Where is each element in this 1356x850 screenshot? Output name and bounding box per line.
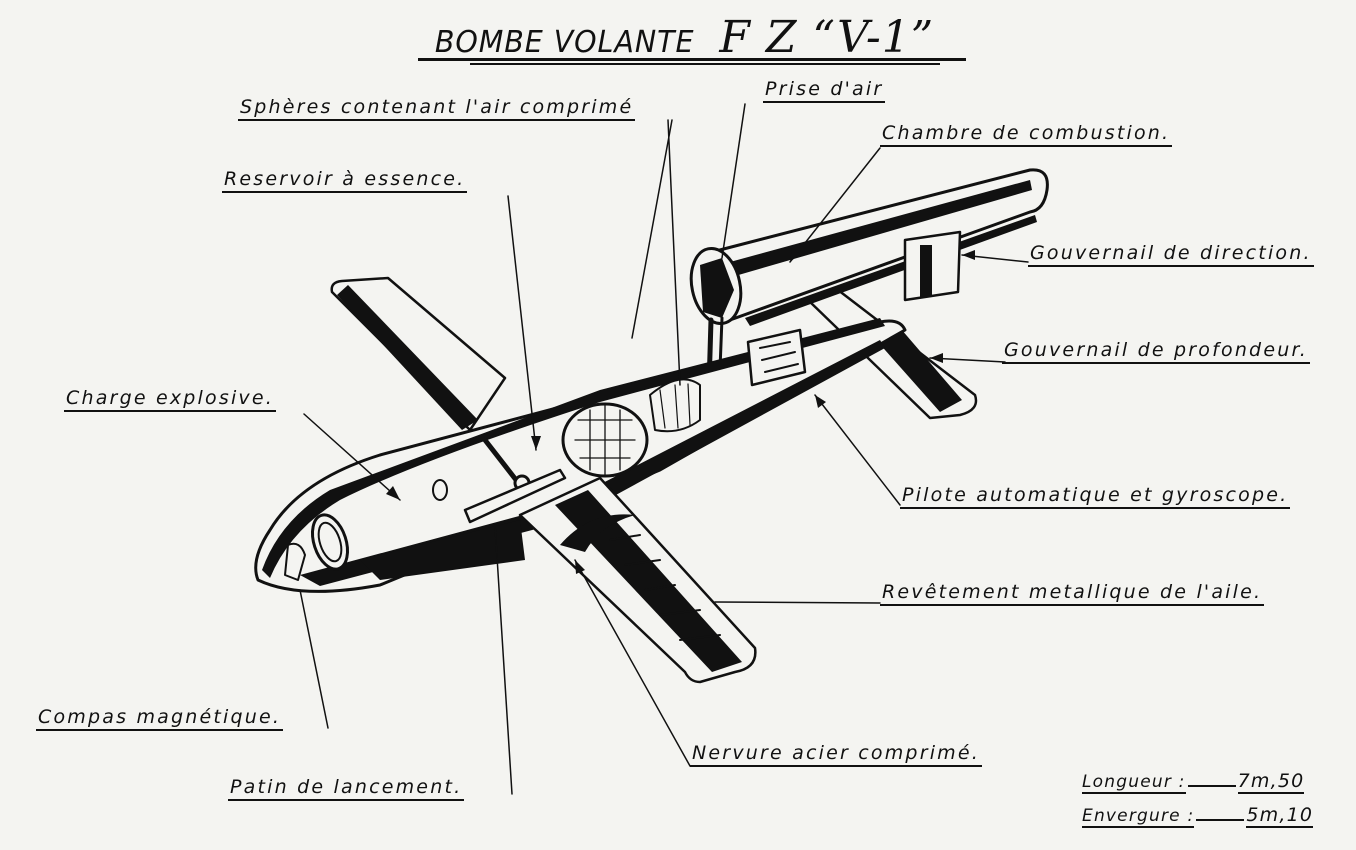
dimension-leader — [1187, 785, 1236, 787]
title-designation: F Z “V-1” — [719, 12, 935, 63]
diagram-title: BOMBE VOLANTE F Z “V-1” — [428, 12, 934, 63]
dimension-envergure: Envergure : 5m,10 — [1082, 804, 1314, 838]
envergure-value: 5m,10 — [1246, 804, 1314, 828]
label-nervure-acier: Nervure acier comprimé. — [690, 742, 983, 767]
dimension-longueur: Longueur : 7m,50 — [1082, 770, 1313, 804]
label-prise-air: Prise d'air — [763, 78, 886, 103]
far-wing — [330, 276, 507, 432]
label-spheres-air-comprime: Sphères contenant l'air comprimé — [238, 96, 636, 121]
label-revetement-aile: Revêtement metallique de l'aile. — [880, 581, 1265, 606]
leader-lines — [299, 103, 1029, 795]
label-charge-explosive: Charge explosive. — [64, 387, 277, 412]
longueur-label: Longueur : — [1082, 772, 1186, 794]
title-underline-secondary — [470, 63, 940, 65]
near-wing — [518, 476, 757, 684]
longueur-value: 7m,50 — [1237, 770, 1305, 794]
label-patin-lancement: Patin de lancement. — [228, 776, 465, 801]
tail-plane — [806, 288, 978, 420]
label-gouvernail-profondeur: Gouvernail de profondeur. — [1002, 339, 1310, 364]
title-underline — [418, 58, 966, 61]
label-reservoir-essence: Reservoir à essence. — [222, 168, 468, 193]
fuselage — [254, 318, 907, 593]
dimension-leader — [1196, 819, 1245, 821]
dimensions-block: Longueur : 7m,50 Envergure : 5m,10 — [1082, 770, 1314, 838]
label-gouvernail-direction: Gouvernail de direction. — [1028, 242, 1314, 267]
label-chambre-combustion: Chambre de combustion. — [880, 122, 1173, 147]
envergure-label: Envergure : — [1082, 806, 1195, 828]
label-pilote-automatique: Pilote automatique et gyroscope. — [900, 484, 1291, 509]
arrowheads — [386, 248, 975, 574]
label-compas-magnetique: Compas magnétique. — [36, 706, 284, 731]
title-main: BOMBE VOLANTE — [434, 25, 695, 60]
